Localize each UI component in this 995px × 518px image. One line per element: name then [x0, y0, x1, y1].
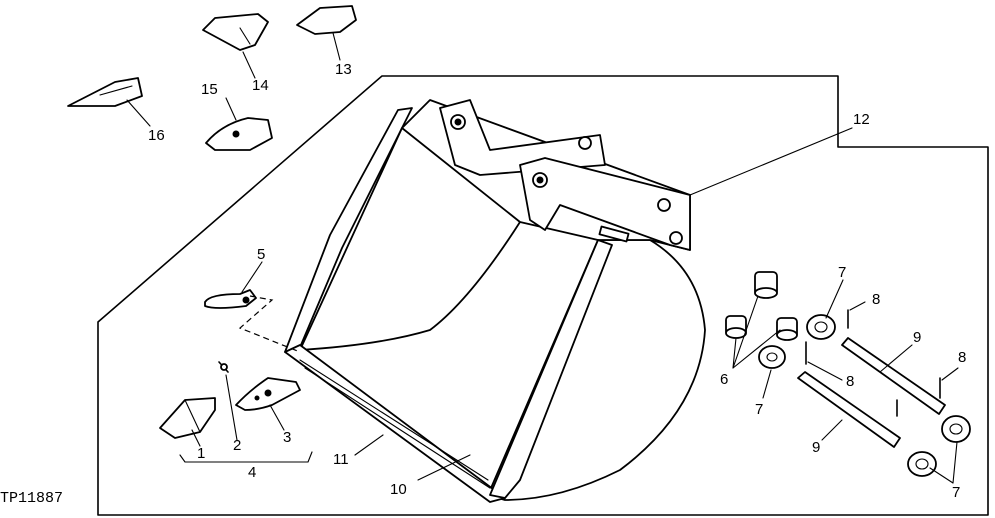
- callout-8-mid: 8: [846, 373, 854, 390]
- tooth-group: [159, 361, 313, 463]
- callout-7-bottom: 7: [952, 484, 960, 501]
- callout-4: 4: [248, 464, 256, 481]
- callout-16: 16: [148, 127, 165, 144]
- callout-7-top: 7: [838, 264, 846, 281]
- callout-13: 13: [335, 61, 352, 78]
- callout-6: 6: [720, 371, 728, 388]
- callout-8-right: 8: [958, 349, 966, 366]
- bushings-pins-group: [725, 271, 971, 477]
- callout-5: 5: [257, 246, 265, 263]
- part-5-pin: [204, 289, 301, 353]
- loose-teeth-group: [67, 5, 357, 151]
- callout-3: 3: [283, 429, 291, 446]
- callout-11: 11: [333, 451, 349, 468]
- callout-8-top: 8: [872, 291, 880, 308]
- callout-9-bottom: 9: [812, 439, 820, 456]
- callout-15: 15: [201, 81, 218, 98]
- callout-10: 10: [390, 481, 407, 498]
- callout-9-top: 9: [913, 329, 921, 346]
- assembly-frame: [97, 75, 989, 516]
- callout-12: 12: [853, 111, 870, 128]
- callout-labels: 1 2 3 4 5 6 7 7 7 8 8 8 9 9 10 11 12 13 …: [148, 61, 966, 501]
- callout-14: 14: [252, 77, 269, 94]
- callout-2: 2: [233, 437, 241, 454]
- leader-lines: [126, 32, 959, 484]
- bucket-assembly: [284, 99, 706, 503]
- figure-id: TP11887: [0, 490, 63, 507]
- callout-1: 1: [197, 445, 205, 462]
- callout-7-mid: 7: [755, 401, 763, 418]
